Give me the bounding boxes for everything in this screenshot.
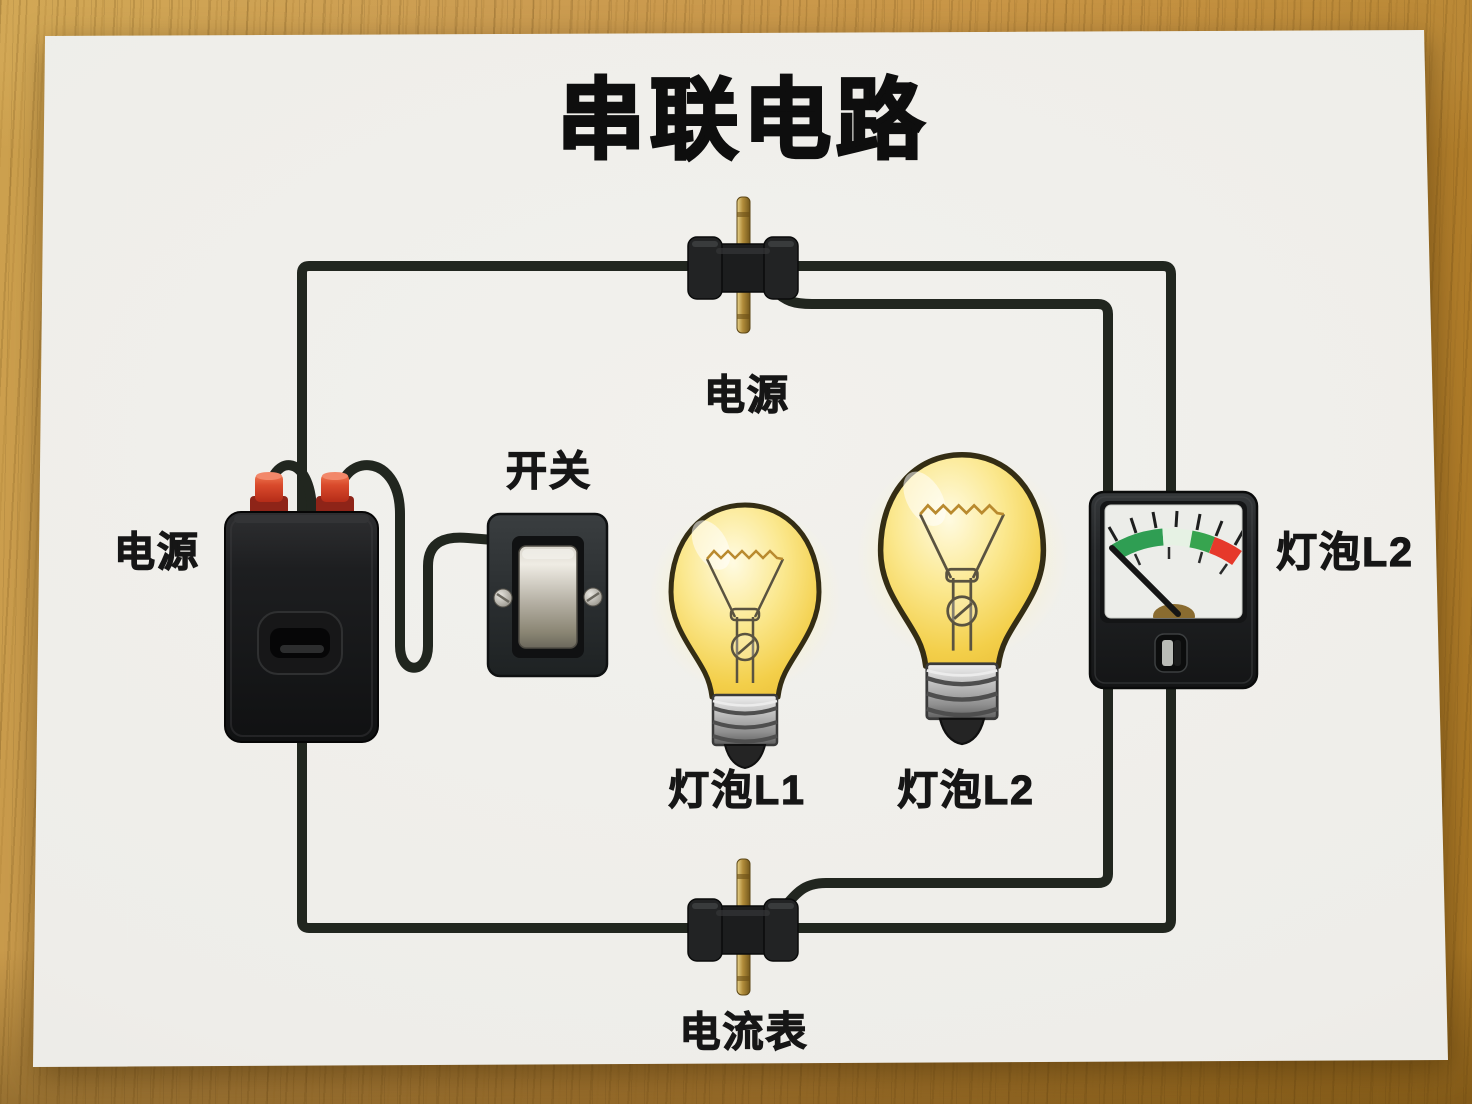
red-terminal-right (321, 474, 349, 502)
label-meter: 灯泡L2 (1275, 528, 1414, 575)
wire-bottom-inner (781, 675, 1113, 910)
label-top-connector: 电源 (703, 371, 790, 418)
wire-bottom-outer (791, 675, 1176, 933)
poster-title: 串联电路 (555, 69, 930, 171)
switch-toggle (518, 545, 578, 649)
meter-needle-pivot (1153, 604, 1195, 618)
wire-terminal-to-switch (333, 460, 499, 673)
inline-connector-bottom (687, 858, 799, 996)
inline-connector-top (687, 196, 799, 334)
meter-inner-ticks (1133, 547, 1229, 575)
analog-meter (1088, 490, 1259, 690)
meter-ticks (1107, 510, 1242, 546)
red-terminal-left (255, 474, 283, 502)
label-bulb-l2: 灯泡L2 (896, 766, 1035, 813)
meter-needle (1109, 545, 1181, 617)
label-bottom-connector: 电流表 (679, 1008, 809, 1055)
toggle-switch (486, 512, 609, 678)
label-battery: 电源 (113, 528, 200, 575)
label-switch: 开关 (505, 447, 592, 494)
light-bulb-l2 (832, 426, 1092, 744)
label-bulb-l1: 灯泡L1 (667, 766, 806, 813)
light-bulb-l1 (627, 479, 863, 768)
wire-top-right (791, 261, 1176, 505)
battery-box (224, 472, 379, 743)
